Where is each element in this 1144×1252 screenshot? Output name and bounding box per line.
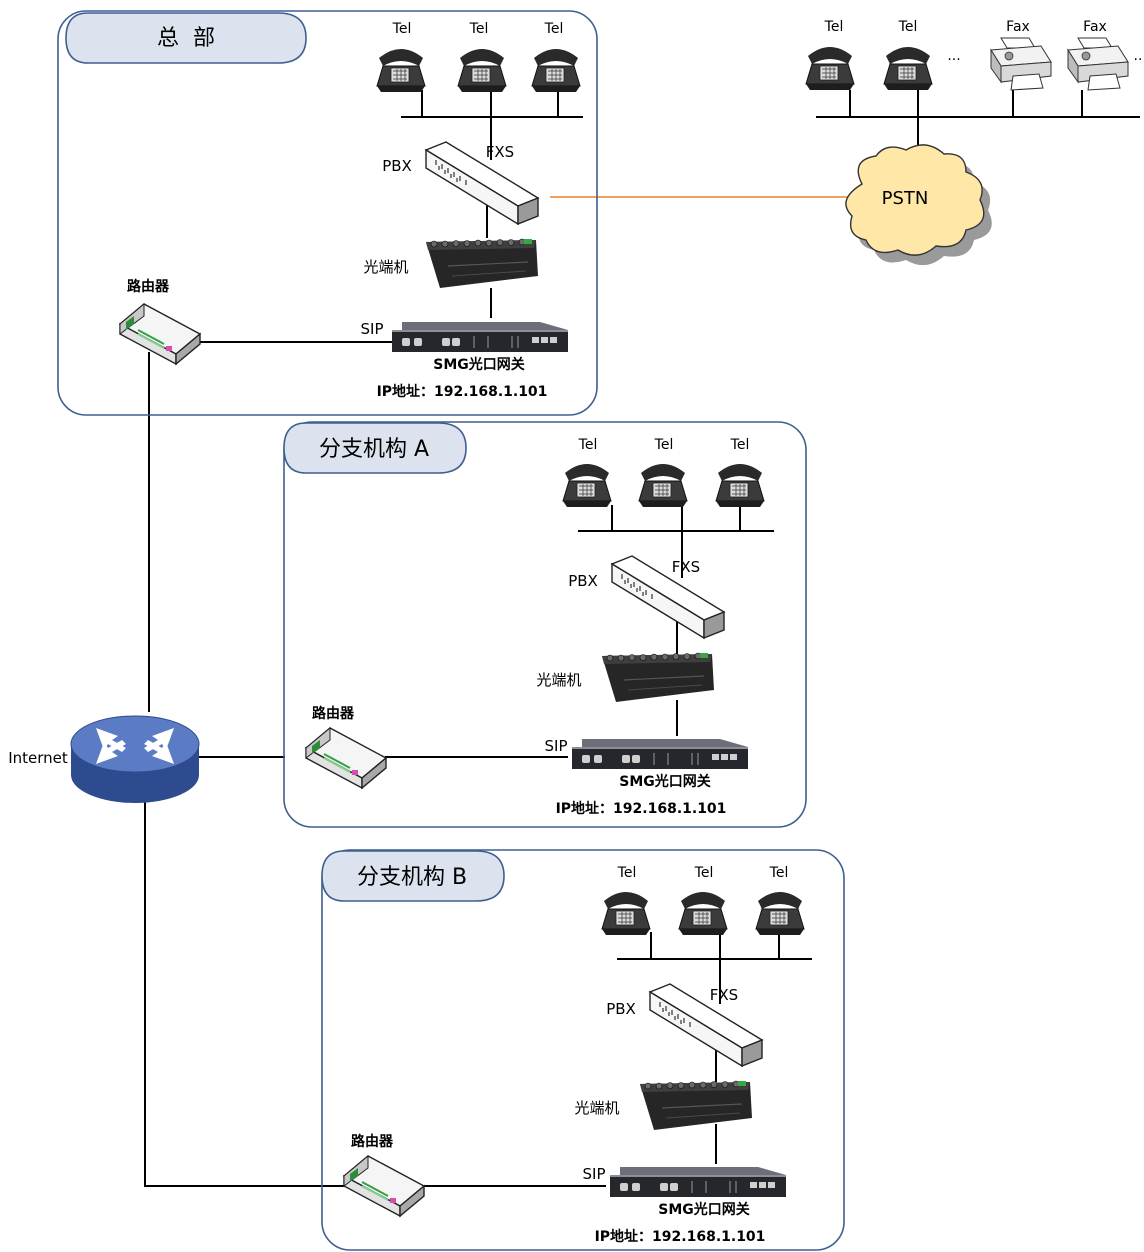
phone-label: Tel (392, 21, 412, 37)
telephone-icon (531, 48, 581, 93)
optical-terminal-icon (639, 1080, 753, 1131)
phone-label: Tel (730, 437, 750, 453)
fax-icon (990, 37, 1052, 91)
fax-icon (1067, 37, 1129, 91)
pbx-icon (649, 983, 763, 1067)
telephone-icon (457, 48, 507, 93)
router-icon (305, 727, 387, 789)
branch-a-frame (283, 421, 807, 828)
fax-label: Fax (1006, 19, 1030, 35)
ip-address: IP地址：192.168.1.101 (377, 383, 548, 400)
router-label: 路由器 (351, 1133, 394, 1150)
phone-label: Tel (694, 865, 714, 881)
pstn-label: PSTN (882, 188, 929, 209)
b-phone-bus (617, 932, 812, 960)
branch-a-title-tab (283, 422, 467, 474)
branch-a-group: 分支机构 A Tel Tel Tel PBX FXS 光端机 SIP SMG光口… (283, 421, 807, 828)
optical-terminal-label: 光端机 (363, 258, 408, 276)
gateway-label: SMG光口网关 (619, 773, 711, 790)
branch-b-title-tab (321, 850, 505, 902)
sip-label: SIP (545, 737, 568, 755)
a-phone-bus (578, 505, 774, 532)
connection-lines (144, 86, 1140, 1187)
telephone-icon (755, 891, 805, 936)
fxs-label: FXS (672, 558, 700, 576)
telephone-icon (678, 891, 728, 936)
ellipsis-label: .. (1134, 48, 1143, 64)
fxs-label: FXS (710, 986, 738, 1004)
gateway-label: SMG光口网关 (658, 1201, 750, 1218)
phone-label: Tel (824, 19, 844, 35)
telephone-icon (805, 46, 855, 91)
headquarters-frame (57, 10, 598, 416)
branch-b-group: 分支机构 B Tel Tel Tel PBX FXS 光端机 SIP SMG光口… (321, 849, 845, 1251)
headquarters-title-tab (65, 12, 307, 64)
internet-label: Internet (8, 749, 68, 767)
router-icon (119, 303, 201, 365)
optical-terminal-label: 光端机 (574, 1099, 619, 1117)
ip-address: IP地址：192.168.1.101 (595, 1228, 766, 1245)
branch-a-title: 分支机构 A (319, 437, 429, 462)
pbx-icon (425, 141, 539, 225)
phone-label: Tel (898, 19, 918, 35)
router-label: 路由器 (127, 278, 170, 295)
telephone-icon (376, 48, 426, 93)
telephone-icon (562, 463, 612, 508)
phone-label: Tel (469, 21, 489, 37)
sip-label: SIP (583, 1165, 606, 1183)
phone-label: Tel (654, 437, 674, 453)
fxs-label: FXS (486, 143, 514, 161)
telephone-icon (715, 463, 765, 508)
phone-label: Tel (578, 437, 598, 453)
telephone-icon (601, 891, 651, 936)
internet-group: Internet (8, 715, 200, 803)
pstn-cloud-icon (845, 144, 992, 266)
phone-label: Tel (617, 865, 637, 881)
smg-gateway-icon (392, 321, 568, 353)
telephone-icon (638, 463, 688, 508)
pbx-label: PBX (568, 572, 598, 590)
branch-b-frame (321, 849, 845, 1251)
optical-terminal-icon (601, 652, 715, 703)
telephone-icon (883, 46, 933, 91)
fax-label: Fax (1083, 19, 1107, 35)
smg-gateway-icon (609, 1166, 787, 1198)
phone-label: Tel (544, 21, 564, 37)
pbx-icon (611, 555, 725, 639)
pstn-group: Tel Tel ... Fax Fax .. PSTN (805, 19, 1143, 266)
optical-terminal-icon (425, 238, 539, 289)
router-icon (343, 1155, 425, 1217)
smg-gateway-icon (571, 738, 749, 770)
hq-phone-bus (401, 90, 583, 118)
phone-label: Tel (769, 865, 789, 881)
router-label: 路由器 (312, 705, 355, 722)
pbx-label: PBX (382, 157, 412, 175)
pstn-device-bus (816, 90, 1140, 118)
sip-label: SIP (361, 320, 384, 338)
headquarters-title: 总 部 (157, 26, 215, 51)
pbx-label: PBX (606, 1000, 636, 1018)
branch-b-title: 分支机构 B (357, 865, 467, 890)
ellipsis-label: ... (947, 48, 960, 64)
internet-to-branch-b-line (144, 800, 348, 1187)
internet-switch-icon (70, 715, 200, 803)
ip-address: IP地址：192.168.1.101 (556, 800, 727, 817)
optical-terminal-label: 光端机 (536, 671, 581, 689)
gateway-label: SMG光口网关 (433, 356, 525, 373)
headquarters-group: 总 部 Tel Tel Tel PBX FXS 光端机 SIP SMG光口网关 … (57, 10, 598, 416)
